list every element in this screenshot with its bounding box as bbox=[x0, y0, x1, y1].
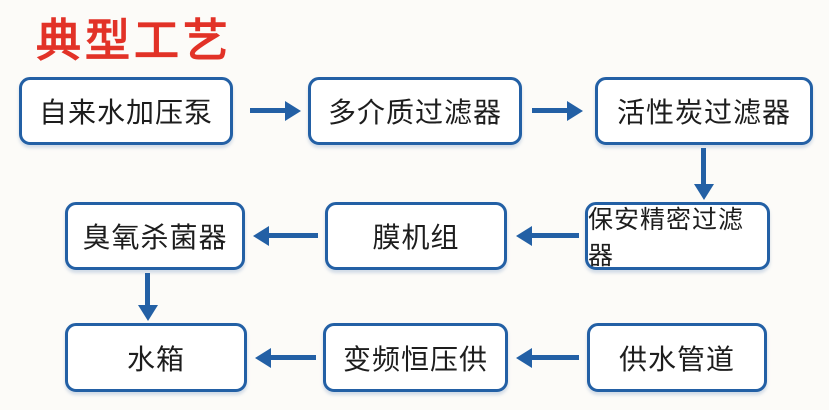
node-ozone-sterilizer: 臭氧杀菌器 bbox=[65, 202, 245, 270]
arrow-pipe-to-vfd-icon bbox=[531, 355, 579, 360]
arrow-pump-to-multimedia-icon bbox=[250, 108, 286, 113]
node-activated-carbon-filter: 活性炭过滤器 bbox=[595, 77, 813, 145]
node-security-precision-filter: 保安精密过滤器 bbox=[585, 202, 770, 270]
page-title: 典型工艺 bbox=[36, 15, 233, 66]
node-water-supply-pipe: 供水管道 bbox=[587, 323, 767, 392]
arrow-vfd-to-tank-icon bbox=[270, 355, 316, 360]
node-water-tank: 水箱 bbox=[65, 323, 247, 392]
node-vfd-constant-pressure-supply: 变频恒压供 bbox=[323, 323, 508, 392]
node-multimedia-filter: 多介质过滤器 bbox=[308, 77, 522, 145]
node-membrane-unit: 膜机组 bbox=[325, 202, 507, 270]
arrow-security-to-membrane-icon bbox=[531, 233, 579, 238]
node-tap-water-pressure-pump: 自来水加压泵 bbox=[19, 77, 233, 145]
arrow-carbon-to-security-icon bbox=[701, 148, 706, 185]
arrow-ozone-to-tank-icon bbox=[145, 273, 150, 306]
arrow-multimedia-to-carbon-icon bbox=[532, 108, 568, 113]
arrow-membrane-to-ozone-icon bbox=[268, 233, 318, 238]
